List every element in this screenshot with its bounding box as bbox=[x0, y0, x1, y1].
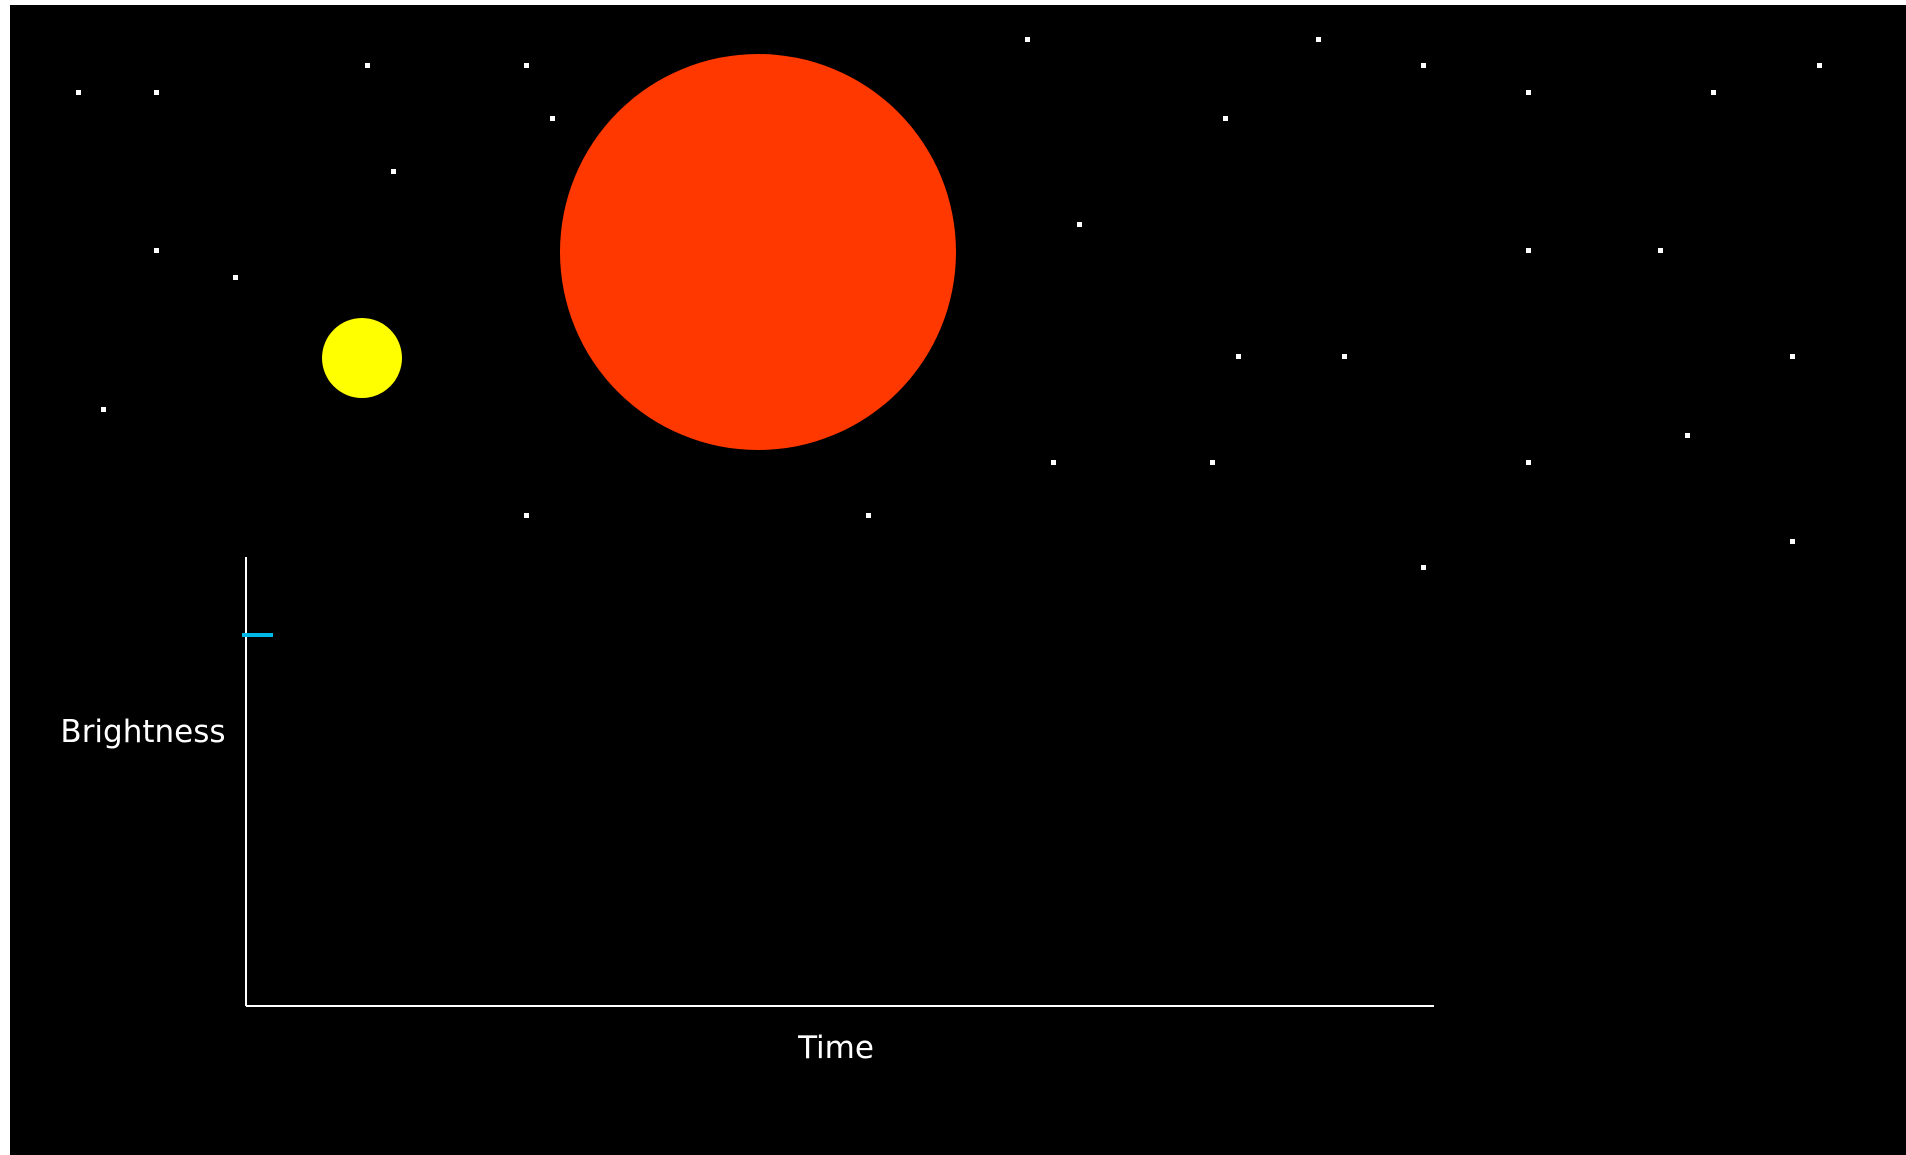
background-star bbox=[1421, 565, 1426, 570]
space-background bbox=[10, 5, 1906, 1155]
y-axis-label: Brightness bbox=[60, 714, 225, 750]
background-star bbox=[1210, 460, 1215, 465]
background-star bbox=[1051, 460, 1056, 465]
background-star bbox=[154, 90, 159, 95]
small-star-body bbox=[322, 318, 402, 398]
background-star bbox=[76, 90, 81, 95]
x-axis-label: Time bbox=[797, 1030, 874, 1066]
background-star bbox=[550, 116, 555, 121]
background-star bbox=[1790, 539, 1795, 544]
background-star bbox=[365, 63, 370, 68]
background-star bbox=[1526, 90, 1531, 95]
background-star bbox=[1223, 116, 1228, 121]
background-star bbox=[233, 275, 238, 280]
background-star bbox=[1421, 63, 1426, 68]
background-star bbox=[391, 169, 396, 174]
background-star bbox=[1790, 354, 1795, 359]
background-star bbox=[101, 407, 106, 412]
background-star bbox=[524, 513, 529, 518]
background-star bbox=[1817, 63, 1822, 68]
background-star bbox=[1342, 354, 1347, 359]
background-star bbox=[1711, 90, 1716, 95]
background-star bbox=[1526, 460, 1531, 465]
large-star-body bbox=[560, 54, 956, 450]
background-star bbox=[1526, 248, 1531, 253]
background-star bbox=[1658, 248, 1663, 253]
background-star bbox=[154, 248, 159, 253]
background-star bbox=[1077, 222, 1082, 227]
background-star bbox=[1316, 37, 1321, 42]
background-star bbox=[524, 63, 529, 68]
background-star bbox=[866, 513, 871, 518]
background-star bbox=[1236, 354, 1241, 359]
background-star bbox=[1685, 433, 1690, 438]
background-star bbox=[1025, 37, 1030, 42]
